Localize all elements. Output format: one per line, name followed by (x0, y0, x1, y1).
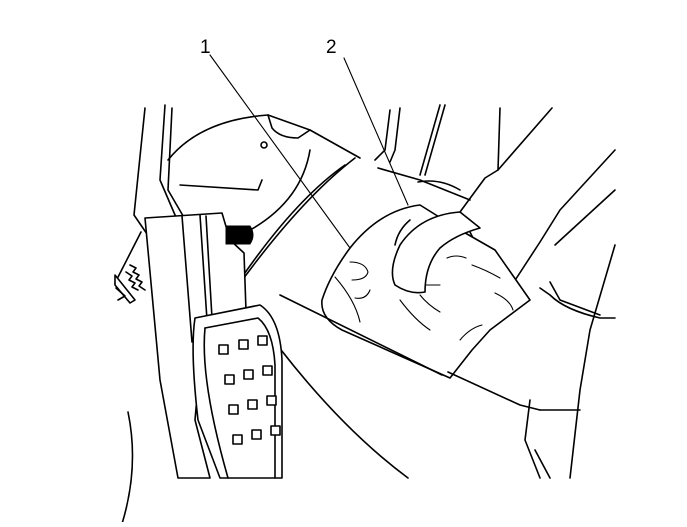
pedal-tread (218, 335, 281, 445)
callout-leaders (209, 54, 409, 249)
callout-label-1: 1 (200, 37, 211, 58)
spring-clip (114, 264, 146, 304)
pedal-pivot (225, 225, 254, 245)
leader-line-2 (343, 57, 409, 206)
leader-line-1 (209, 54, 351, 249)
rod (391, 211, 481, 313)
knob-icon (260, 141, 268, 149)
pedal-assembly (144, 212, 283, 479)
callout-label-2: 2 (326, 37, 337, 58)
dash-console (167, 104, 471, 291)
cloth (321, 204, 531, 379)
pedal-pad (192, 304, 283, 479)
